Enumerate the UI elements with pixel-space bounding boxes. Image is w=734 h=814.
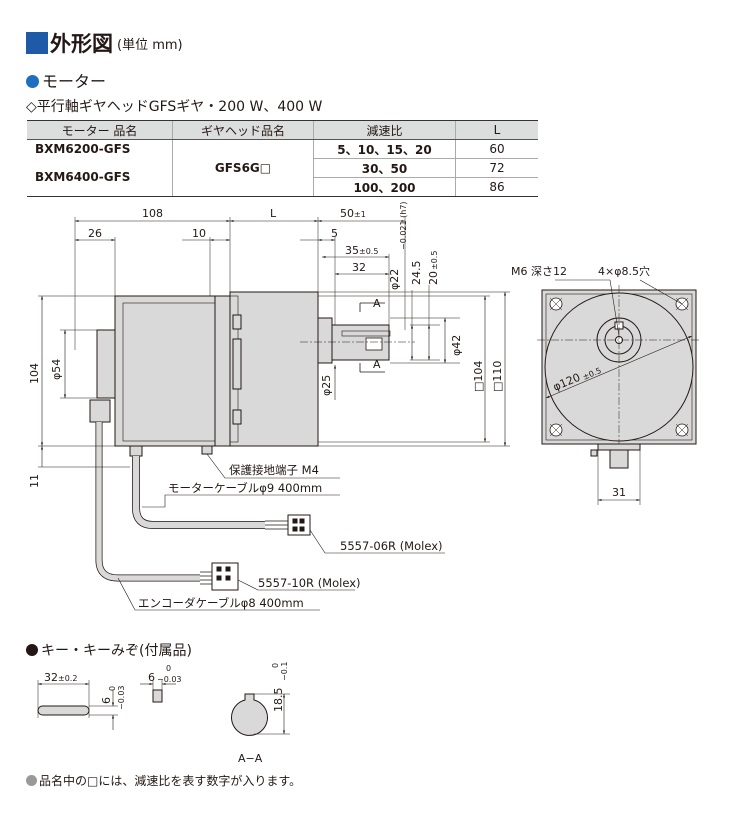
note-bullet-icon	[26, 775, 37, 786]
header-gearhead: ギヤヘッド品名	[172, 120, 314, 140]
label-connector-06r: 5557-06R (Molex)	[340, 539, 443, 553]
title-unit: (単位 mm)	[117, 37, 183, 53]
dim-k6-zero: 0	[108, 686, 117, 691]
table-row: BXM6200-GFS GFS6G□ 5、10、15、20 60	[27, 139, 538, 197]
dim-35: 35	[345, 244, 359, 257]
gearhead-text: GFS6G□	[214, 161, 272, 175]
dim-50-tol: ±1	[354, 210, 366, 219]
dim-sq104: □104	[472, 361, 485, 392]
dim-20-tol: ±0.5	[430, 251, 439, 270]
dim-phi25: φ25	[320, 375, 333, 396]
gearhead-cell: GFS6G□	[172, 139, 314, 197]
dim-phi42: φ42	[450, 335, 463, 356]
label-connector-10r: 5557-10R (Molex)	[258, 576, 361, 590]
bullet-icon	[26, 644, 38, 656]
title-text: 外形図	[50, 32, 113, 56]
motor-front-view	[537, 279, 701, 505]
page-title: 外形図(単位 mm)	[26, 28, 183, 58]
key-drawing	[37, 680, 290, 736]
dim-phi22-tol: −0.021 (h7)	[399, 201, 408, 250]
header-ratio: 減速比	[313, 120, 456, 140]
dim-k6b-tol: −0.03	[157, 675, 182, 684]
label-ground-terminal: 保護接地端子 M4	[229, 463, 319, 477]
title-square-icon	[26, 32, 48, 54]
dim-104-left: 104	[28, 363, 41, 384]
dim-phi54: φ54	[50, 359, 63, 380]
dim-k32: 32	[44, 671, 58, 684]
gear-subheading: ◇平行軸ギヤヘッドGFSギヤ・200 W、400 W	[26, 99, 323, 115]
dim-k18-5-tol: −0.1	[280, 662, 289, 681]
motor-side-view	[38, 217, 510, 611]
section-mark-top: A	[373, 297, 381, 310]
section-aa-label: A−A	[238, 752, 263, 765]
dim-50: 50	[340, 207, 354, 220]
dim-k32-tol: ±0.2	[58, 674, 77, 683]
dim-k18-5: 18.5	[272, 688, 285, 713]
dim-k6: 6	[100, 697, 113, 704]
dim-24-5: 24.5	[410, 261, 423, 286]
motor-heading-text: モーター	[42, 72, 107, 91]
L-cell: 60	[455, 139, 538, 159]
dim-k6b-zero: 0	[166, 664, 171, 673]
key-heading: キー・キーみぞ(付属品)	[26, 640, 192, 660]
spec-table: モーター 品名 ギヤヘッド品名 減速比 L BXM6200-GFS GFS6G□…	[27, 120, 538, 197]
spec-header-row: モーター 品名 ギヤヘッド品名 減速比 L	[27, 120, 538, 140]
dim-holes: 4×φ8.5穴	[598, 264, 650, 278]
dim-11: 11	[28, 474, 41, 488]
L-cell: 86	[455, 177, 538, 197]
dim-k18-5-zero: 0	[271, 663, 280, 668]
ratio-cell: 30、50	[313, 158, 456, 178]
dim-20: 20	[427, 271, 440, 285]
section-mark-bottom: A	[373, 358, 381, 371]
dim-31: 31	[612, 486, 626, 499]
label-encoder-cable: エンコーダケーブルφ8 400mm	[138, 596, 304, 610]
dim-26: 26	[88, 227, 102, 240]
dim-k6b: 6	[148, 671, 155, 684]
dim-35-tol: ±0.5	[359, 247, 378, 256]
model-cell: BXM6200-GFS	[35, 142, 131, 157]
motor-heading: モーター	[26, 68, 106, 92]
L-cell: 72	[455, 158, 538, 178]
footnote-text: 品名中の□には、減速比を表す数字が入ります。	[39, 774, 302, 788]
dim-108: 108	[142, 207, 163, 220]
dim-10: 10	[192, 227, 206, 240]
key-heading-text: キー・キーみぞ(付属品)	[41, 643, 192, 659]
table-row: 100、200 86	[27, 177, 538, 197]
header-motor: モーター 品名	[27, 120, 173, 140]
dim-k6-tol: −0.03	[117, 685, 126, 710]
dim-sq110: □110	[491, 361, 504, 392]
dim-m6: M6 深さ12	[511, 265, 567, 278]
footnote: 品名中の□には、減速比を表す数字が入ります。	[26, 772, 301, 789]
model-cell: BXM6400-GFS	[27, 158, 173, 197]
dim-32: 32	[352, 261, 366, 274]
dim-L: L	[270, 207, 277, 220]
dim-5: 5	[331, 227, 338, 240]
dim-phi22: φ22	[388, 269, 401, 290]
label-motor-cable: モーターケーブルφ9 400mm	[168, 481, 322, 495]
header-L: L	[455, 120, 538, 140]
ratio-cell: 100、200	[313, 177, 456, 197]
bullet-icon	[26, 75, 39, 88]
ratio-cell: 5、10、15、20	[313, 139, 456, 159]
table-row: BXM6400-GFS 30、50 72	[27, 158, 538, 197]
